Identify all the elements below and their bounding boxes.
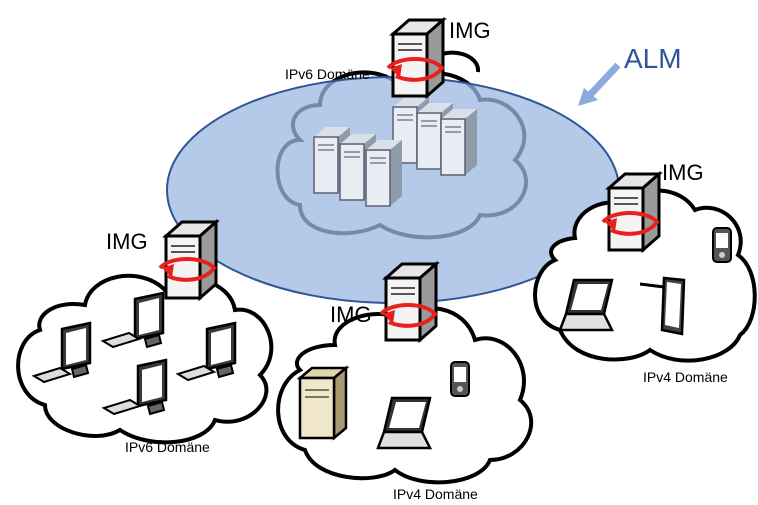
img-gateway-right bbox=[601, 172, 661, 252]
right-tablet bbox=[660, 276, 686, 336]
right-phone bbox=[712, 227, 732, 263]
center-domain-label: IPv6 Domäne bbox=[285, 66, 370, 82]
bottom-domain-cloud bbox=[276, 306, 534, 485]
left-domain-cloud bbox=[16, 273, 274, 445]
img-label-top: IMG bbox=[449, 18, 491, 43]
img-label-right: IMG bbox=[662, 160, 704, 185]
alm-pointer-arrow bbox=[578, 62, 621, 106]
bottom-domain-label: IPv4 Domäne bbox=[393, 486, 478, 502]
img-label-left: IMG bbox=[106, 229, 148, 254]
alm-label: ALM bbox=[624, 43, 682, 74]
right-domain-label: IPv4 Domäne bbox=[643, 369, 728, 385]
img-label-bottom: IMG bbox=[330, 302, 372, 327]
beige-server bbox=[296, 365, 350, 441]
img-gateway-bottom bbox=[379, 262, 438, 342]
tablet-pen bbox=[639, 282, 665, 289]
left-domain-label: IPv6 Domäne bbox=[125, 439, 210, 455]
img-gateway-top bbox=[386, 18, 480, 98]
bottom-phone bbox=[450, 361, 470, 397]
img-gateway-left bbox=[158, 220, 218, 300]
